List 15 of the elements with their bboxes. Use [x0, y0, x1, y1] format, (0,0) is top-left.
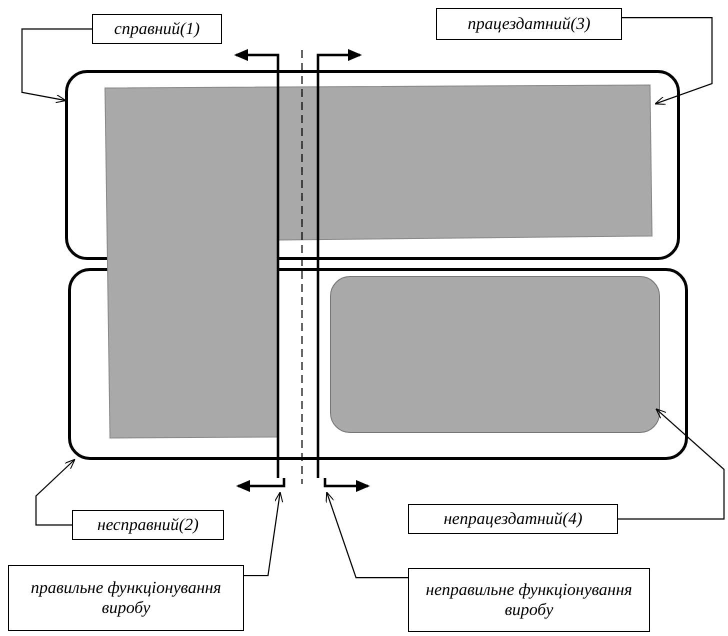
- caption-box: неправильне функціонування виробу: [408, 568, 650, 632]
- set-outline: [68, 268, 688, 460]
- leader-line: [622, 17, 713, 105]
- leader-line: [21, 28, 92, 104]
- state-label: несправний(2): [72, 510, 224, 540]
- set-outline: [65, 70, 680, 260]
- leader-line: [326, 492, 408, 578]
- leader-line: [35, 458, 76, 526]
- shaded-region: [330, 276, 660, 433]
- state-label: працездатний(3): [436, 8, 622, 40]
- caption-box: правильне функціонування виробу: [8, 565, 244, 631]
- state-label: непрацездатний(4): [408, 504, 618, 534]
- state-label: справний(1): [92, 14, 222, 44]
- leader-line: [618, 408, 725, 520]
- leader-line: [244, 492, 284, 576]
